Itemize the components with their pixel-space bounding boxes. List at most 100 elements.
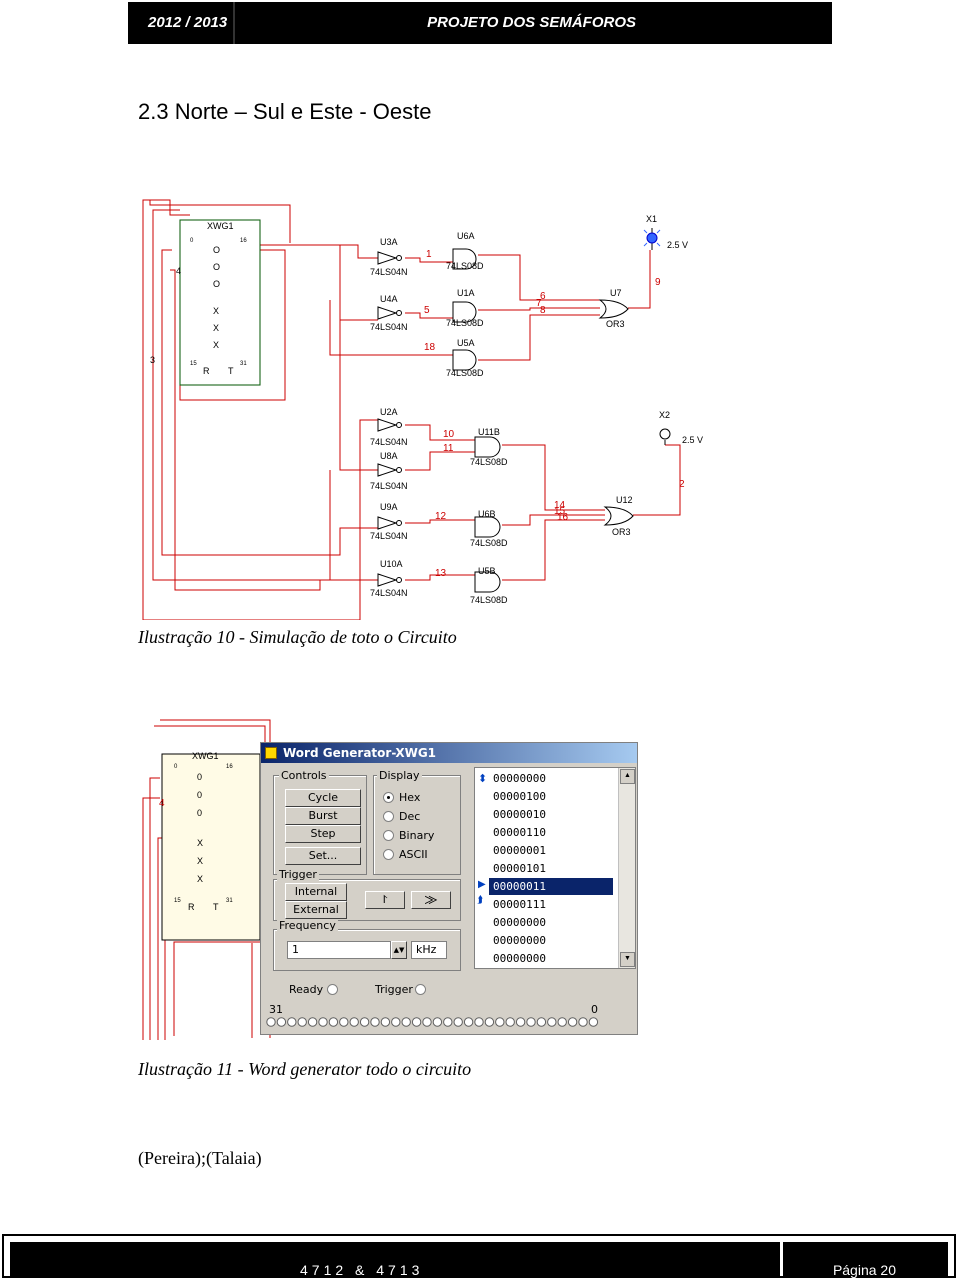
bit-indicator	[380, 1017, 391, 1027]
svg-text:2.5 V: 2.5 V	[682, 435, 703, 445]
bit-indicator	[422, 1017, 432, 1027]
list-item[interactable]: 00000000	[493, 952, 546, 965]
svg-text:X: X	[197, 838, 203, 848]
dec-label: Dec	[399, 810, 421, 823]
svg-text:U6A: U6A	[457, 231, 475, 241]
svg-text:T: T	[213, 902, 219, 912]
cycle-button[interactable]: Cycle	[285, 789, 361, 807]
bit-low-label: 0	[591, 1003, 598, 1016]
references: (Pereira);(Talaia)	[138, 1148, 262, 1168]
probe-x1: X1 2.5 V	[643, 214, 688, 250]
bit-indicators	[266, 1017, 599, 1027]
list-item-selected[interactable]: 00000011	[489, 878, 613, 895]
list-item[interactable]: 00000010	[493, 808, 546, 821]
or-gate-u12: U12 OR3	[603, 495, 634, 537]
frequency-stepper[interactable]: ▲▼	[391, 941, 407, 959]
list-item[interactable]: 00000000	[493, 934, 546, 947]
svg-text:U8A: U8A	[380, 451, 398, 461]
list-item[interactable]: 00000111	[493, 898, 546, 911]
external-trigger-button[interactable]: External	[285, 901, 347, 919]
svg-text:OR3: OR3	[606, 319, 625, 329]
list-item[interactable]: 00000001	[493, 844, 546, 857]
bit-indicator	[339, 1017, 349, 1027]
bit-indicator	[495, 1017, 505, 1027]
and-gate-u11b: U11B 74LS08D	[470, 427, 508, 467]
header-project-title: PROJETO DOS SEMÁFOROS	[427, 14, 636, 31]
start-marker-icon: ⬍	[478, 773, 488, 785]
wg-title-bar[interactable]: Word Generator-XWG1	[261, 743, 637, 763]
bit-indicator	[484, 1017, 495, 1027]
bit-indicator	[432, 1017, 443, 1027]
svg-text:15: 15	[190, 361, 197, 367]
bit-indicator	[411, 1017, 422, 1027]
svg-text:74LS04N: 74LS04N	[370, 588, 408, 598]
list-item[interactable]: 00000110	[493, 826, 546, 839]
svg-text:3: 3	[150, 355, 155, 365]
burst-button[interactable]: Burst	[285, 807, 361, 825]
list-item[interactable]: 00000100	[493, 790, 546, 803]
bit-indicator	[318, 1017, 328, 1027]
svg-text:U1A: U1A	[457, 288, 475, 298]
svg-text:X2: X2	[659, 410, 670, 420]
svg-text:7: 7	[536, 298, 542, 309]
footer-divider	[780, 1242, 783, 1276]
frequency-label: Frequency	[277, 919, 338, 932]
svg-text:U3A: U3A	[380, 237, 398, 247]
bit-indicator	[276, 1017, 287, 1027]
bit-indicator	[505, 1017, 515, 1027]
svg-text:X: X	[197, 856, 203, 866]
hex-radio[interactable]	[383, 792, 394, 803]
circuit-diagram-full: XWG1 0 16 15 31 O O O X X X R T 3 4 U3A …	[142, 199, 703, 620]
bit-indicator	[443, 1017, 453, 1027]
svg-text:R: R	[203, 366, 210, 376]
svg-text:16: 16	[226, 764, 233, 770]
word-list[interactable]: ▲ ▼ ⬍ ▶ ⮭ 00000000 00000100 00000010 000…	[474, 767, 636, 969]
falling-edge-button[interactable]: ⨠	[411, 891, 451, 909]
xwg1-label: XWG1	[207, 221, 234, 231]
trigger-group	[273, 879, 461, 921]
bit-indicator	[359, 1017, 370, 1027]
list-item[interactable]: 00000000	[493, 916, 546, 929]
scroll-up-icon[interactable]: ▲	[620, 769, 635, 784]
bit-indicator	[557, 1017, 567, 1027]
frequency-input[interactable]: 1	[287, 941, 391, 959]
bit-indicator	[474, 1017, 484, 1027]
list-item[interactable]: 00000000	[493, 772, 546, 785]
bit-indicator	[391, 1017, 401, 1027]
word-list-scrollbar[interactable]: ▲ ▼	[618, 768, 635, 968]
bit-indicator	[526, 1017, 536, 1027]
set-button[interactable]: Set...	[285, 847, 361, 865]
svg-text:6: 6	[540, 291, 546, 302]
wg-title: Word Generator-XWG1	[283, 746, 437, 760]
frequency-group	[273, 929, 461, 971]
list-item[interactable]: 00000101	[493, 862, 546, 875]
dec-radio[interactable]	[383, 811, 394, 822]
scroll-down-icon[interactable]: ▼	[620, 952, 635, 967]
bit-indicator	[370, 1017, 380, 1027]
step-button[interactable]: Step	[285, 825, 361, 843]
svg-text:X: X	[213, 306, 219, 316]
ascii-radio[interactable]	[383, 849, 394, 860]
page-header: 2012 / 2013 PROJETO DOS SEMÁFOROS	[128, 2, 832, 44]
svg-text:15: 15	[554, 506, 566, 517]
inverter-u9a: U9A 74LS04N	[370, 502, 408, 541]
internal-trigger-button[interactable]: Internal	[285, 883, 347, 901]
binary-radio[interactable]	[383, 830, 394, 841]
wg-app-icon	[265, 747, 277, 759]
svg-text:16: 16	[240, 238, 247, 244]
svg-text:0: 0	[174, 764, 178, 770]
frequency-unit[interactable]: kHz	[411, 941, 447, 959]
bit-indicator	[567, 1017, 578, 1027]
svg-text:8: 8	[540, 305, 546, 316]
bit-indicator	[266, 1017, 276, 1027]
page-number: Página 20	[832, 1262, 896, 1278]
svg-text:15: 15	[174, 898, 181, 904]
rising-edge-button[interactable]: ⨡	[365, 891, 405, 909]
ascii-label: ASCII	[399, 848, 428, 861]
svg-text:31: 31	[240, 361, 247, 367]
svg-text:0: 0	[190, 238, 194, 244]
and-gate-u1a: U1A 74LS08D	[446, 288, 484, 328]
footer-classes: 4712 & 4713	[300, 1262, 424, 1278]
svg-text:O: O	[213, 245, 220, 255]
and-gate-u6b: U6B 74LS08D	[470, 509, 508, 548]
